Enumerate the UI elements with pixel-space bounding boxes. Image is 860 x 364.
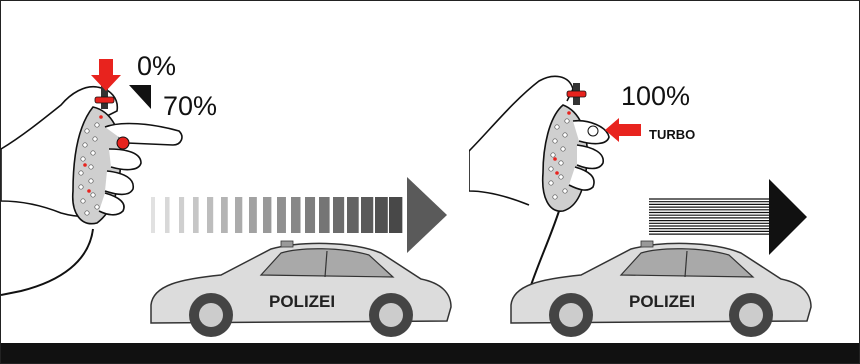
- left-police-car-icon: POLIZEI: [141, 235, 461, 345]
- right-police-car-icon: POLIZEI: [501, 235, 821, 345]
- speed-bar: [375, 197, 388, 233]
- speed-bar: [347, 197, 359, 233]
- speed-bar: [165, 197, 170, 233]
- speed-bar: [291, 197, 301, 233]
- speed-bar: [333, 197, 344, 233]
- track-strip: [1, 343, 860, 364]
- speed-bar: [361, 197, 373, 233]
- speed-bar: [305, 197, 315, 233]
- speed-bar: [319, 197, 330, 233]
- throttle-max-label: 100%: [621, 81, 690, 112]
- turbo-arrow-icon: [605, 118, 641, 142]
- speed-bar: [179, 197, 184, 233]
- speed-bar: [221, 197, 228, 233]
- throttle-partial-label: 70%: [163, 91, 217, 122]
- turbo-label: TURBO: [649, 127, 695, 142]
- right-car-label: POLIZEI: [629, 292, 695, 311]
- speed-bar: [249, 197, 257, 233]
- left-car-label: POLIZEI: [269, 292, 335, 311]
- speed-bar: [277, 197, 286, 233]
- speed-bar: [151, 197, 155, 233]
- speed-bar: [193, 197, 199, 233]
- speed-bar: [389, 197, 402, 233]
- speed-bar: [263, 197, 271, 233]
- speed-bar: [235, 197, 242, 233]
- speed-bar: [207, 197, 213, 233]
- throttle-min-label: 0%: [137, 51, 176, 82]
